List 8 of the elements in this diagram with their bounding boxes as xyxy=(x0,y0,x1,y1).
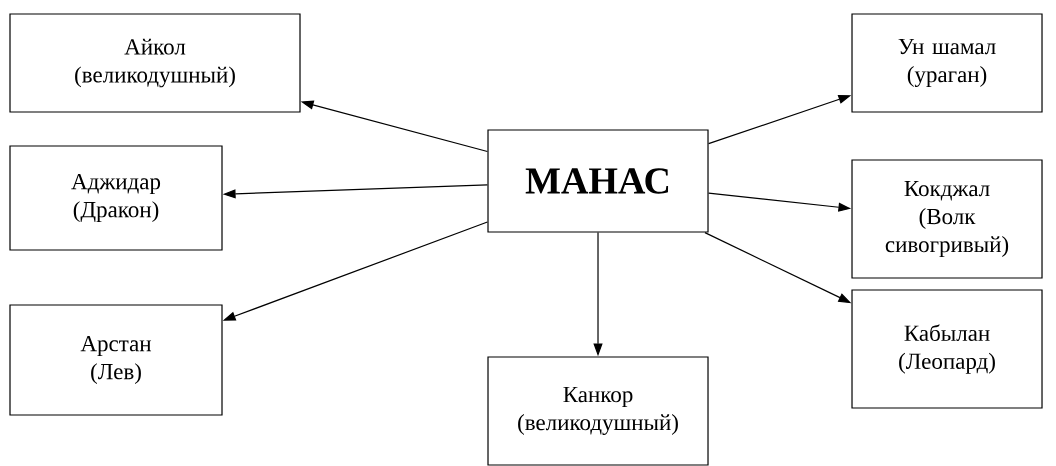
name-box: Кабылан (Леопард) xyxy=(851,289,1043,409)
name-box: Айкол (великодушный) xyxy=(9,13,301,113)
name-box: Ун шамал (ураган) xyxy=(851,13,1043,113)
name-box: Аджидар (Дракон) xyxy=(9,145,223,251)
name-box: Арстан (Лев) xyxy=(9,304,223,416)
name-box: Канкор (великодушный) xyxy=(487,356,709,466)
name-box: Кокджал (Волк сивогривый) xyxy=(851,159,1043,279)
title-box: МАНАС xyxy=(487,129,709,233)
